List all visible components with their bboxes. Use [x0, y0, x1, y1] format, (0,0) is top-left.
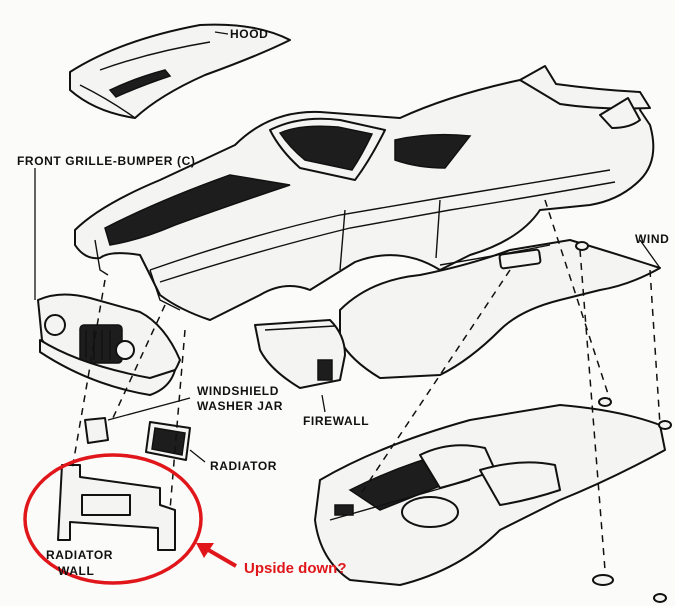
hood-label: HOOD — [230, 27, 269, 41]
washer-jar-leader-line — [107, 397, 191, 421]
radiator-wall-label-line1: RADIATOR — [46, 548, 114, 562]
washer-jar-label-line1: WINDSHIELD — [197, 384, 279, 398]
hood-part — [69, 23, 291, 119]
wind-leader-line — [639, 239, 661, 269]
radiator-wall-label-line2: WALL — [58, 564, 95, 578]
front-grille-bumper-part — [37, 293, 181, 396]
windshield-label: WIND — [635, 232, 670, 246]
front-grille-bumper-label: FRONT GRILLE-BUMPER (C) — [17, 154, 196, 168]
firewall-leader-line — [321, 394, 326, 413]
hardware-parts — [575, 241, 672, 603]
highlight-circle — [23, 453, 203, 585]
annotation-arrow — [196, 543, 238, 568]
firewall-label: FIREWALL — [303, 414, 370, 428]
upside-down-annotation: Upside down? — [244, 560, 347, 577]
windshield-panel-part — [339, 239, 661, 379]
interior-tub-part — [314, 404, 666, 586]
washer-jar-label-line2: WASHER JAR — [197, 399, 284, 413]
radiator-leader-line — [189, 449, 206, 463]
car-body-part — [74, 65, 655, 321]
washer-jar-part — [84, 417, 109, 444]
radiator-wall-part — [57, 464, 176, 551]
radiator-label: RADIATOR — [210, 459, 278, 473]
firewall-part — [254, 319, 346, 389]
radiator-part — [145, 421, 191, 461]
hood-leader-line — [214, 31, 229, 35]
alignment-lines — [71, 199, 661, 571]
